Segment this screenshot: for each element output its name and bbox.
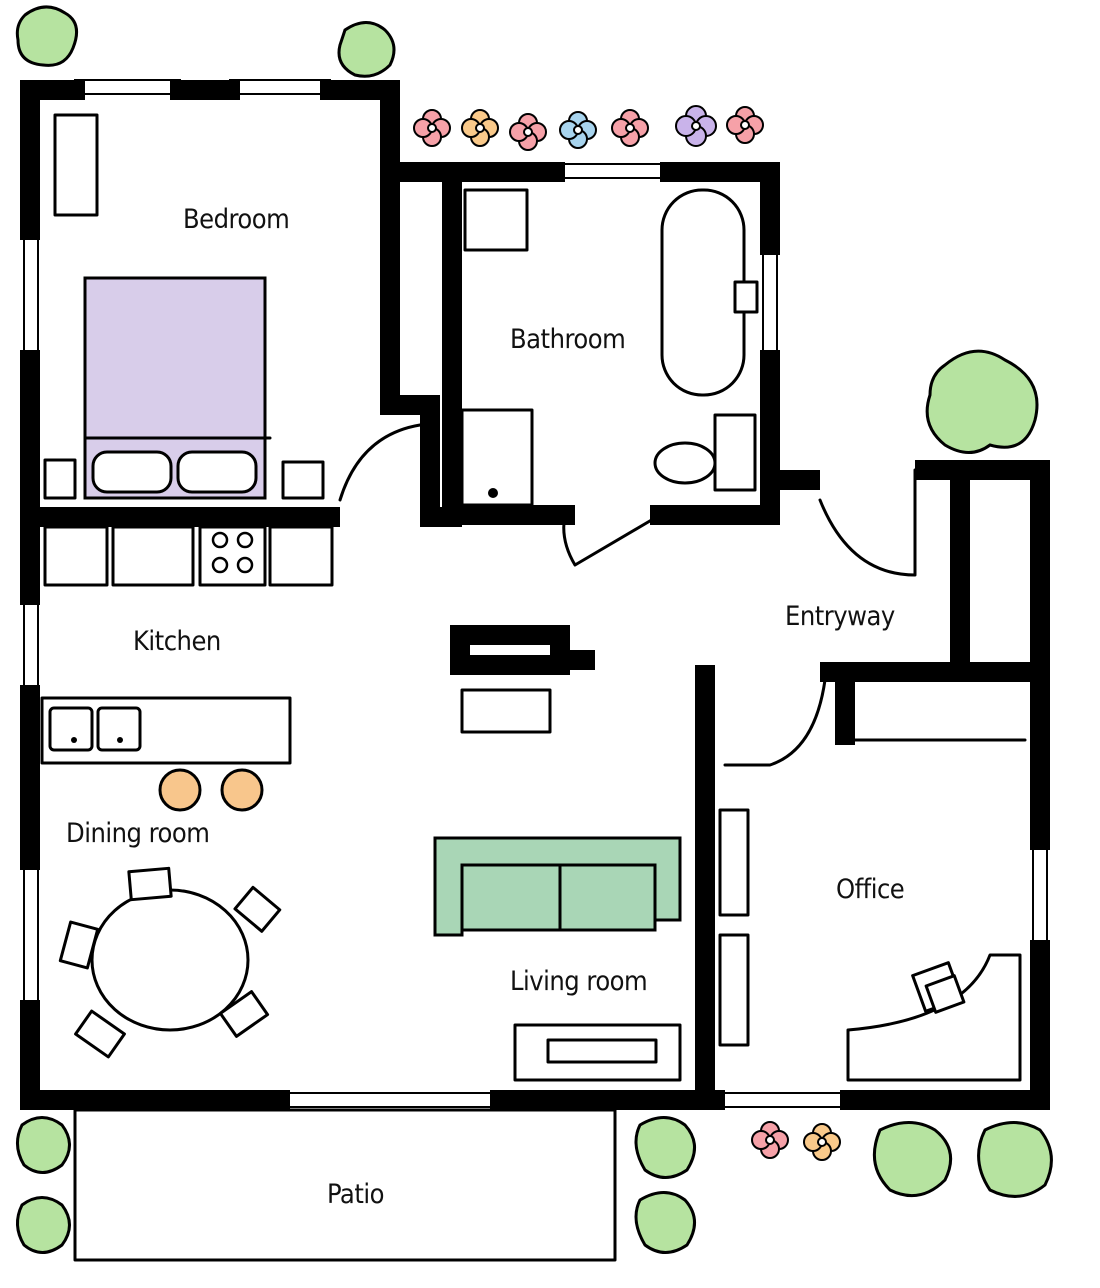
nightstand <box>281 460 325 500</box>
bush-icon <box>872 1121 953 1198</box>
bush-icon <box>925 349 1039 454</box>
pillow <box>176 450 258 494</box>
walls <box>20 80 1050 1110</box>
bush-icon <box>634 1191 696 1254</box>
room-label-patio: Patio <box>327 1179 384 1210</box>
bookshelf <box>718 933 750 1047</box>
flower-icon <box>413 109 451 147</box>
bush-icon <box>977 1121 1053 1198</box>
bush-icon <box>337 21 396 78</box>
flower-icon <box>675 105 717 147</box>
burners <box>211 531 254 574</box>
flower-icon <box>611 109 649 147</box>
stool <box>220 768 264 812</box>
bathtub <box>660 188 746 397</box>
bush-icon <box>16 1116 71 1174</box>
shower <box>460 408 534 507</box>
flower-icon <box>461 109 499 147</box>
wardrobe <box>53 113 99 217</box>
coffee-table-inner <box>546 1038 658 1064</box>
room-label-dining-room: Dining room <box>66 818 209 849</box>
sink <box>48 706 94 752</box>
nightstand <box>43 458 77 500</box>
tv-stand <box>460 688 552 734</box>
patio <box>73 1108 617 1262</box>
room-label-bedroom: Bedroom <box>183 204 289 235</box>
toilet-tank <box>713 413 757 492</box>
flower-icon <box>803 1123 841 1161</box>
bush-icon <box>16 1196 71 1254</box>
counter <box>268 525 334 587</box>
pillow <box>91 450 173 494</box>
faucet <box>733 280 759 314</box>
bookshelf <box>718 808 750 917</box>
bushes <box>15 5 1053 1254</box>
stool <box>158 768 202 812</box>
doors <box>338 178 1027 767</box>
room-label-kitchen: Kitchen <box>133 626 221 657</box>
sofa <box>433 836 682 937</box>
flowers <box>413 105 841 1161</box>
room-label-living-room: Living room <box>510 966 647 997</box>
flower-icon <box>751 1121 789 1159</box>
chairs <box>58 866 282 1059</box>
sink <box>96 706 142 752</box>
room-label-bathroom: Bathroom <box>510 324 625 355</box>
drain <box>488 488 498 498</box>
room-label-entryway: Entryway <box>785 601 895 632</box>
flower-icon <box>559 111 597 149</box>
room-label-office: Office <box>836 874 904 905</box>
flower-icon <box>509 113 547 151</box>
bush-icon <box>634 1116 696 1179</box>
flower-icon <box>726 106 764 144</box>
toilet <box>653 441 717 485</box>
bush-icon <box>15 5 79 67</box>
counter <box>111 525 195 587</box>
sink-counter <box>463 188 529 252</box>
stove <box>198 525 267 587</box>
counter <box>43 525 109 587</box>
